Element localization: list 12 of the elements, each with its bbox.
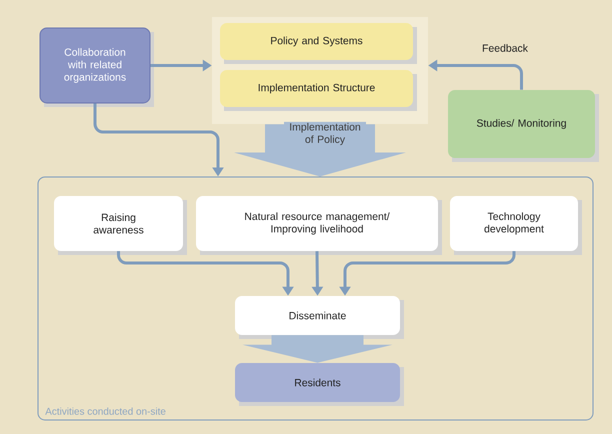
residents-box: Residents <box>235 362 404 406</box>
collaboration-box: Collaboration with related organizations <box>40 28 154 107</box>
monitoring-box: Studies/ Monitoring <box>448 90 599 162</box>
activity-box: Technology development <box>450 196 582 255</box>
structure-box: Implementation Structure <box>220 70 417 111</box>
activity-box: Natural resource management/ Improving livelihood <box>196 196 442 255</box>
block-arrow <box>242 335 392 363</box>
edge-label: Feedback <box>481 43 529 53</box>
edge-label: Implementation of Policy <box>284 122 366 146</box>
activity-box: Raising awareness <box>54 196 187 255</box>
disseminate-box: Disseminate <box>235 296 404 339</box>
policy-box: Policy and Systems <box>220 23 417 64</box>
